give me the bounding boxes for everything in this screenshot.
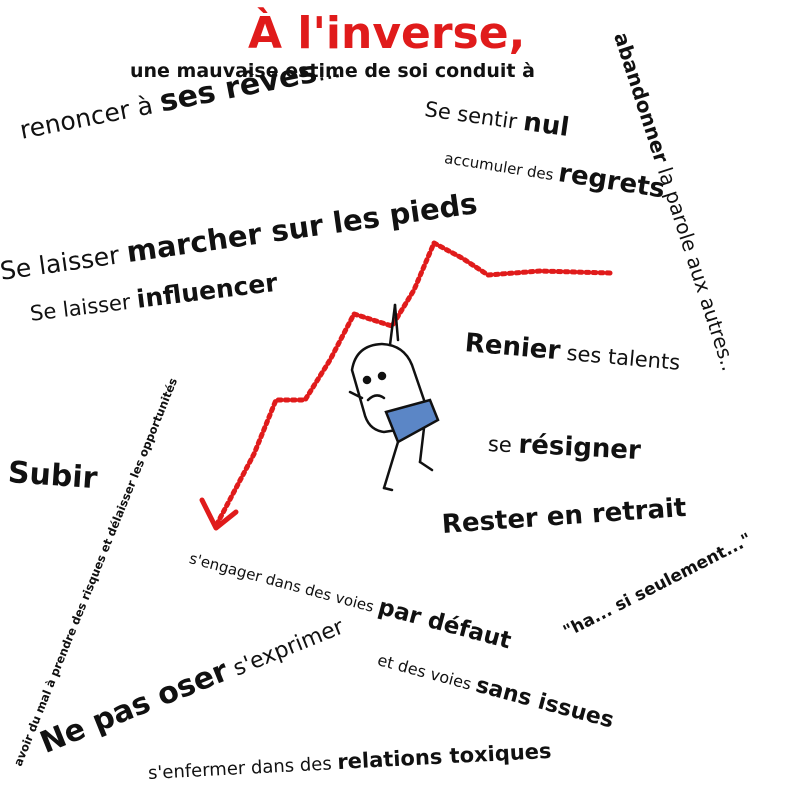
arrowhead-icon (199, 497, 239, 531)
subtitle: une mauvaise estime de soi conduit à (130, 60, 535, 82)
title: À l'inverse, (248, 8, 526, 59)
phrase-subir: Subir (6, 455, 99, 497)
stick-figure (348, 303, 440, 492)
